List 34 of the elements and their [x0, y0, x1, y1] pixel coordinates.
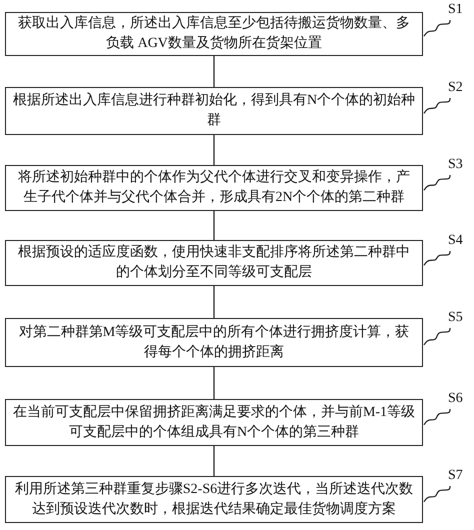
- leader-line: [424, 328, 451, 346]
- process-box: [5, 12, 423, 56]
- leader-line: [424, 174, 451, 191]
- connector-line: [213, 56, 215, 87]
- step-label: S2: [448, 80, 463, 95]
- process-box: [5, 318, 423, 367]
- step-text: 将所述初始种群中的个体作为父代个体进行交叉和变异操作，产生子代个体并与父代个体合并，形成具有2N个个体的第二种群: [17, 168, 411, 207]
- step-label: S6: [448, 391, 463, 406]
- step-label: S7: [448, 468, 463, 483]
- leader-line: [424, 486, 451, 502]
- connector-line: [213, 446, 215, 476]
- connector-line: [213, 367, 215, 399]
- process-box: [5, 87, 423, 135]
- leader-line: [424, 251, 451, 266]
- step-text: 对第二种群第M等级可支配层中的所有个体进行拥挤度计算，获得每个个体的拥挤距离: [18, 323, 410, 362]
- step-text: 在当前可支配层中保留拥挤距离满足要求的个体，并与前M-1等级可支配层中的个体组成具有N个个体的第三种群: [12, 403, 416, 442]
- step-text: 获取出入库信息，所述出入库信息至少包括待搬运货物数量、多负载 AGV数量及货物所在货架位置: [17, 14, 411, 53]
- step-label: S1: [448, 2, 463, 17]
- connector-line: [213, 286, 215, 318]
- leader-line: [424, 20, 451, 37]
- step-text: 利用所述第三种群重复步骤S2-S6进行多次迭代，当所述迭代次数达到预设迭代次数时，根据迭代结果确定最佳货物调度方案: [14, 480, 414, 518]
- step-text: 根据所述出入库信息进行种群初始化，得到具有N个个体的初始种群: [12, 91, 416, 130]
- connector-line: [213, 211, 215, 240]
- step-label: S4: [448, 233, 463, 248]
- process-box: [5, 240, 423, 286]
- process-box: [5, 165, 423, 211]
- step-text: 根据预设的适应度函数，使用快速非支配排序将所述第二种群中的个体划分至不同等级可支配层: [17, 243, 411, 282]
- leader-line: [424, 98, 451, 114]
- step-label: S5: [448, 310, 463, 325]
- step-label: S3: [448, 157, 463, 172]
- process-box: [5, 476, 423, 523]
- connector-line: [213, 135, 215, 165]
- process-box: [5, 399, 423, 446]
- leader-line: [424, 408, 451, 426]
